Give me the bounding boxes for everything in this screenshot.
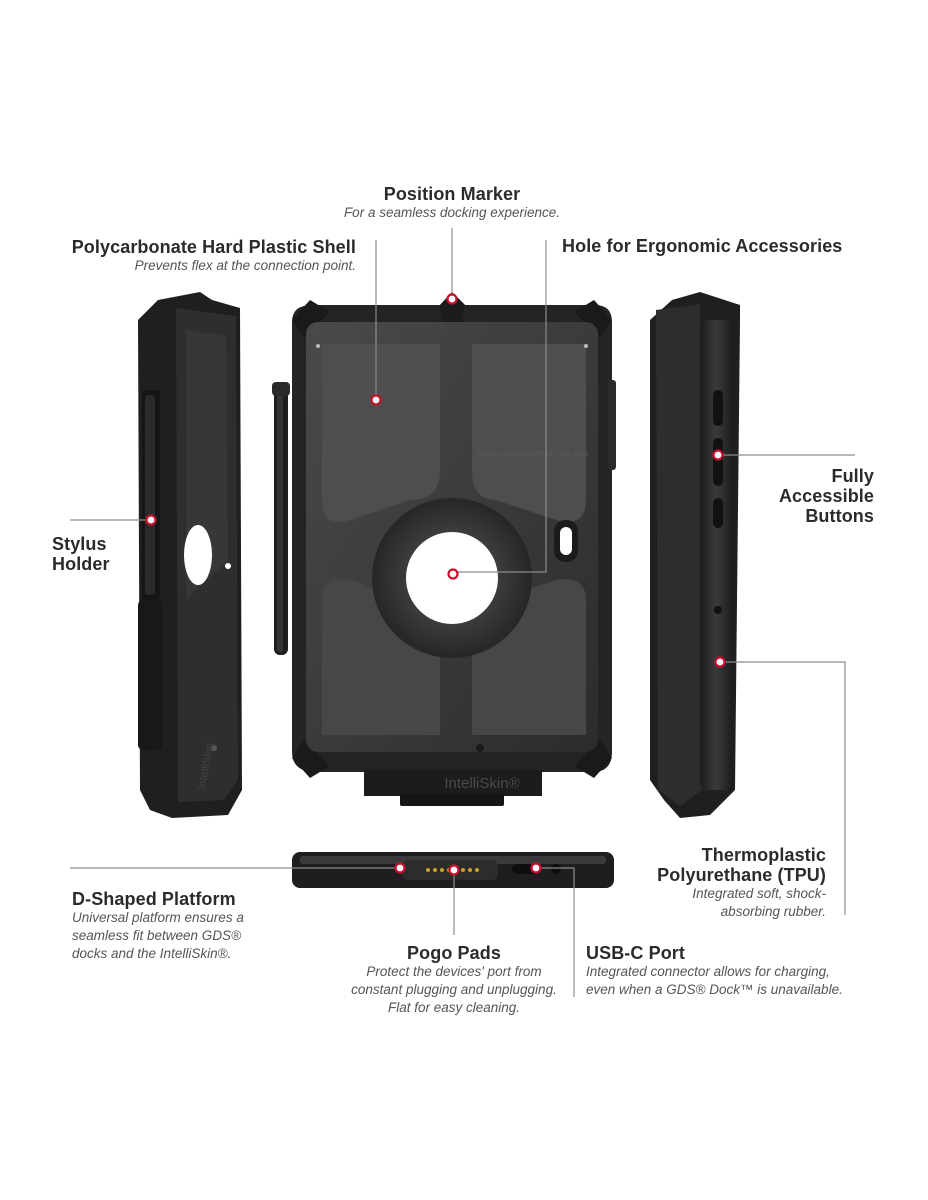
buttons-title-line1: Fully bbox=[831, 466, 874, 486]
marker-d-shaped bbox=[394, 862, 406, 874]
tpu-title-line2: Polyurethane (TPU) bbox=[657, 865, 826, 885]
callout-hole: Hole for Ergonomic Accessories bbox=[562, 236, 862, 256]
pogo-desc-line2: constant plugging and unplugging. bbox=[351, 982, 557, 997]
callout-pogo: Pogo Pads Protect the devices' port from… bbox=[322, 943, 586, 1017]
callout-tpu: Thermoplastic Polyurethane (TPU) Integra… bbox=[600, 845, 826, 921]
left-side-view: IntelliSkin bbox=[138, 292, 242, 818]
callout-position-marker: Position Marker For a seamless docking e… bbox=[300, 184, 604, 222]
usbc-desc-line1: Integrated connector allows for charging… bbox=[586, 964, 830, 979]
marker-stylus bbox=[145, 514, 157, 526]
right-side-view bbox=[608, 292, 740, 818]
marker-pogo bbox=[448, 864, 460, 876]
panel-emboss-text: INTELLISKIN INSERT IS THIS SIDE bbox=[475, 451, 589, 458]
pogo-desc-line3: Flat for easy cleaning. bbox=[387, 1000, 521, 1015]
buttons-title-line3: Buttons bbox=[805, 506, 874, 526]
d-shaped-title: D-Shaped Platform bbox=[72, 889, 236, 909]
callout-d-shaped: D-Shaped Platform Universal platform ens… bbox=[72, 889, 332, 963]
callout-buttons: Fully Accessible Buttons bbox=[744, 466, 874, 526]
position-marker-title: Position Marker bbox=[383, 184, 521, 204]
buttons-title-line2: Accessible bbox=[778, 486, 874, 506]
callout-usbc: USB-C Port Integrated connector allows f… bbox=[586, 943, 886, 999]
brand-emboss-text: IntelliSkin® bbox=[444, 775, 519, 792]
tpu-desc-line1: Integrated soft, shock- bbox=[692, 886, 826, 901]
tpu-desc-line2: absorbing rubber. bbox=[720, 904, 826, 919]
pogo-title: Pogo Pads bbox=[407, 943, 501, 963]
callout-polycarbonate: Polycarbonate Hard Plastic Shell Prevent… bbox=[40, 237, 356, 275]
marker-position bbox=[446, 293, 458, 305]
usbc-title: USB-C Port bbox=[586, 943, 685, 963]
stylus-title-line1: Stylus bbox=[52, 534, 107, 554]
marker-tpu bbox=[714, 656, 726, 668]
stylus bbox=[272, 382, 290, 655]
d-shaped-desc-line3: docks and the IntelliSkin®. bbox=[72, 946, 232, 961]
marker-polycarbonate bbox=[370, 394, 382, 406]
d-shaped-desc-line2: seamless fit between GDS® bbox=[72, 928, 242, 943]
d-shaped-desc-line1: Universal platform ensures a bbox=[72, 910, 244, 925]
leader-lines bbox=[70, 228, 855, 997]
polycarbonate-title: Polycarbonate Hard Plastic Shell bbox=[71, 237, 356, 257]
polycarbonate-desc: Prevents flex at the connection point. bbox=[134, 258, 356, 273]
tpu-title-line1: Thermoplastic bbox=[701, 845, 826, 865]
marker-hole bbox=[447, 568, 459, 580]
stylus-title-line2: Holder bbox=[52, 554, 110, 574]
marker-usbc bbox=[530, 862, 542, 874]
usbc-desc-line2: even when a GDS® Dock™ is unavailable. bbox=[586, 982, 843, 997]
callout-stylus: Stylus Holder bbox=[52, 534, 152, 574]
pogo-desc-line1: Protect the devices' port from bbox=[366, 964, 542, 979]
center-back-view: INTELLISKIN INSERT IS THIS SIDE IntelliS… bbox=[292, 292, 612, 806]
position-marker-desc: For a seamless docking experience. bbox=[343, 205, 561, 220]
hole-title: Hole for Ergonomic Accessories bbox=[562, 236, 843, 256]
marker-buttons bbox=[712, 449, 724, 461]
callout-markers bbox=[145, 293, 726, 876]
